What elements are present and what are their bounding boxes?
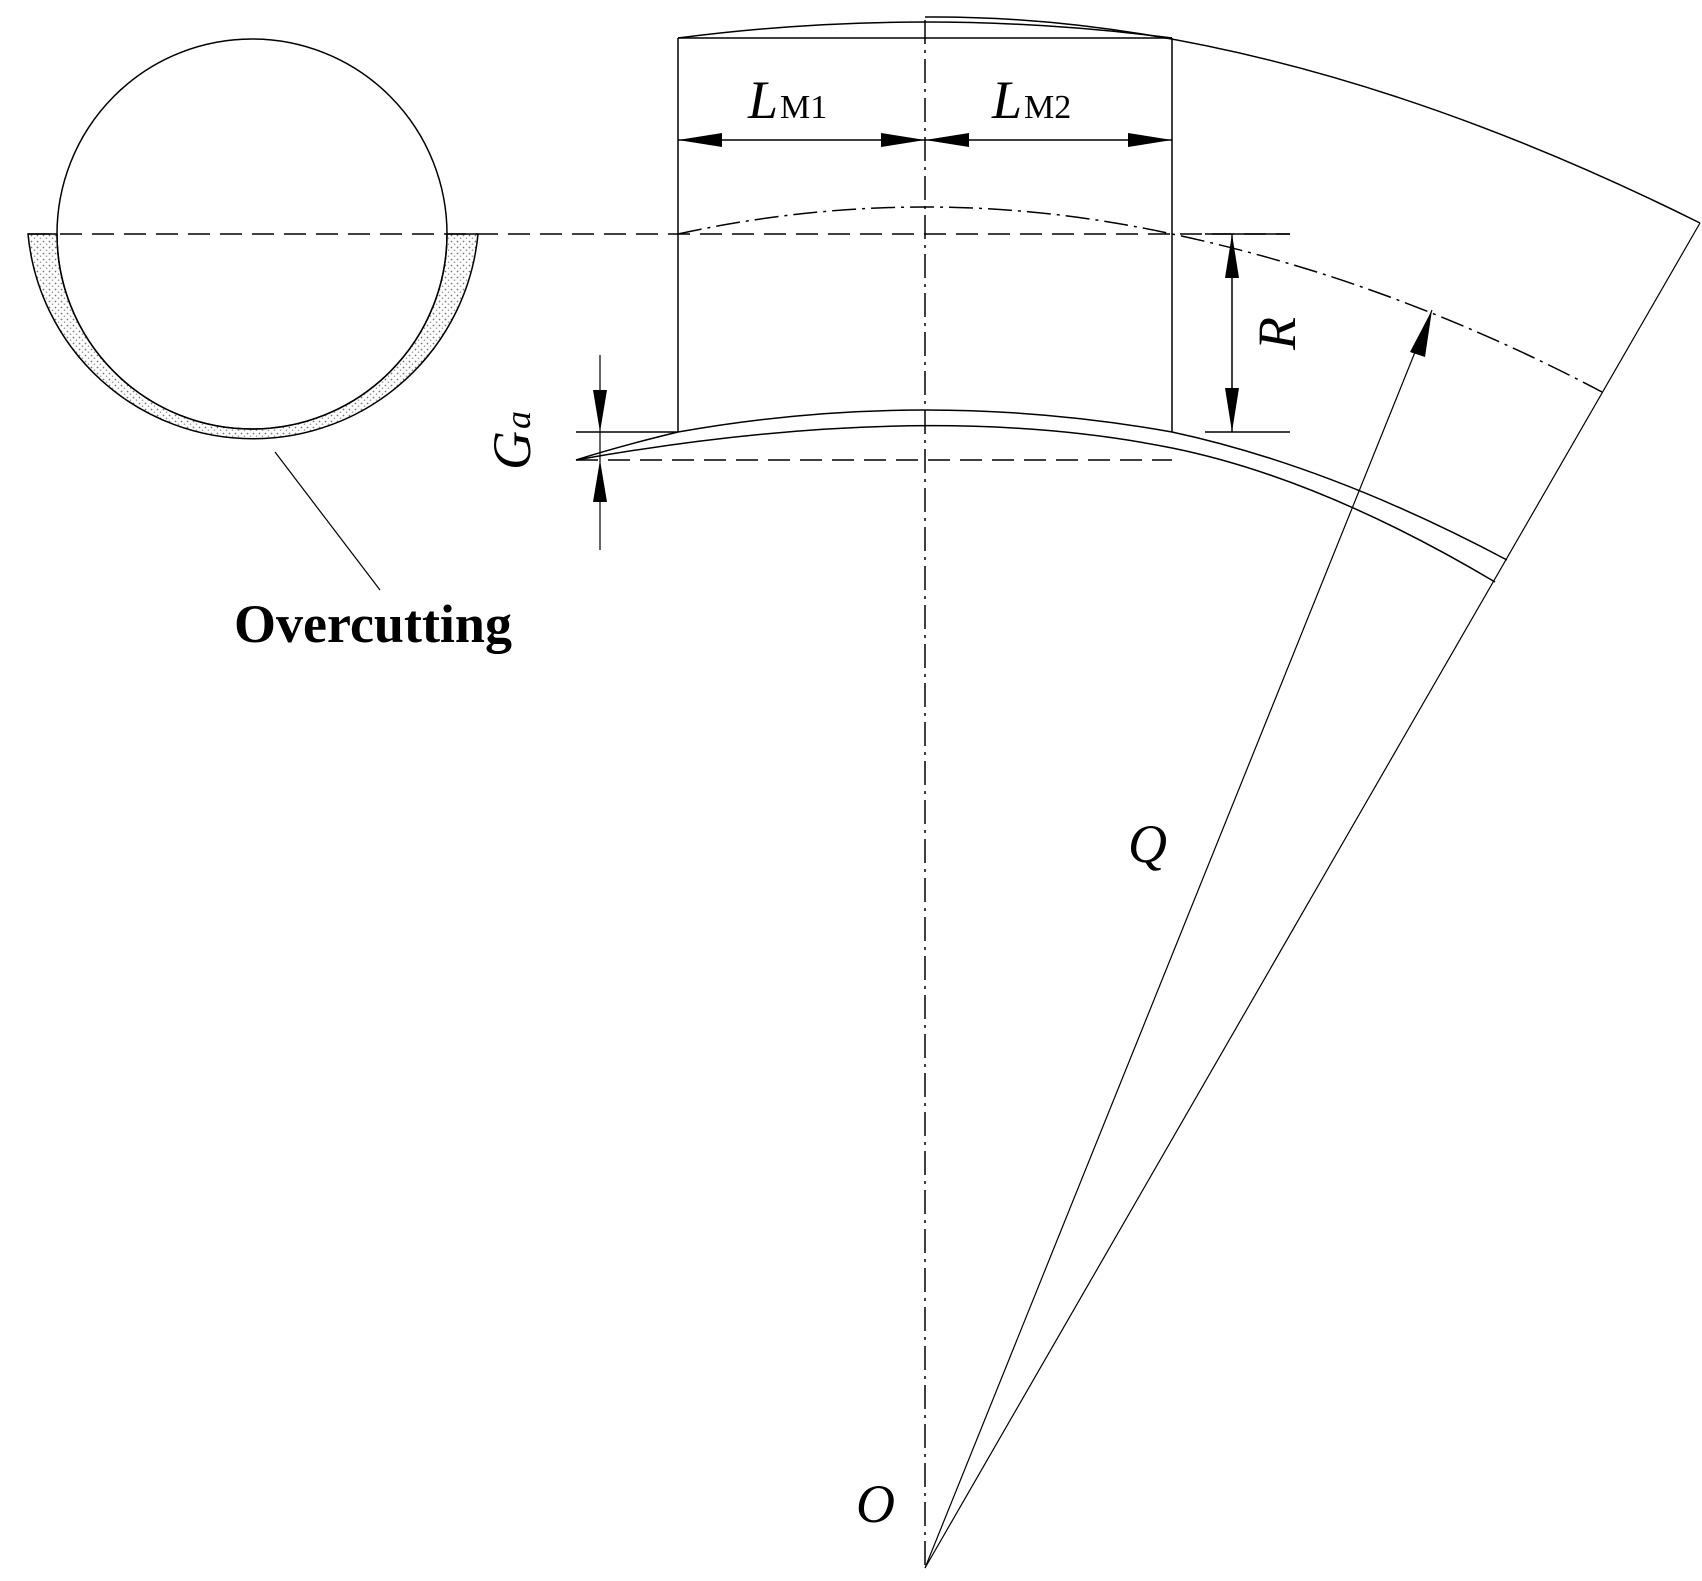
inner-arc-upper bbox=[677, 409, 1508, 561]
r-arrow-bottom bbox=[1225, 388, 1239, 432]
lm2-arrow-right bbox=[1128, 133, 1172, 147]
r-label: R bbox=[1247, 317, 1307, 351]
inner-arc-lower bbox=[575, 424, 1496, 583]
origin-o-label: O bbox=[856, 1474, 895, 1534]
overcutting-band bbox=[27, 233, 479, 440]
lm2-label: LM2 bbox=[991, 70, 1071, 130]
ga-arrow-bottom bbox=[593, 460, 607, 502]
sector-radial-left bbox=[924, 222, 1701, 1569]
pitch-arc-dashdot bbox=[677, 206, 1603, 393]
overcutting-leader-line bbox=[274, 451, 381, 591]
q-label: Q bbox=[1128, 814, 1167, 874]
sector-radial-q bbox=[924, 309, 1433, 1569]
ga-label: Ga bbox=[482, 411, 542, 470]
lm1-arrow-left bbox=[678, 133, 722, 147]
q-arrow-head bbox=[1410, 310, 1432, 357]
overcutting-label: Overcutting bbox=[234, 594, 512, 654]
r-arrow-top bbox=[1225, 234, 1239, 278]
lm1-arrow-right bbox=[881, 133, 925, 147]
ga-arrow-top bbox=[593, 390, 607, 432]
lm2-arrow-left bbox=[925, 133, 969, 147]
lm1-label: LM1 bbox=[747, 70, 827, 130]
inner-arc-ga-left bbox=[575, 431, 679, 461]
sector-outer-arc bbox=[924, 16, 1701, 224]
